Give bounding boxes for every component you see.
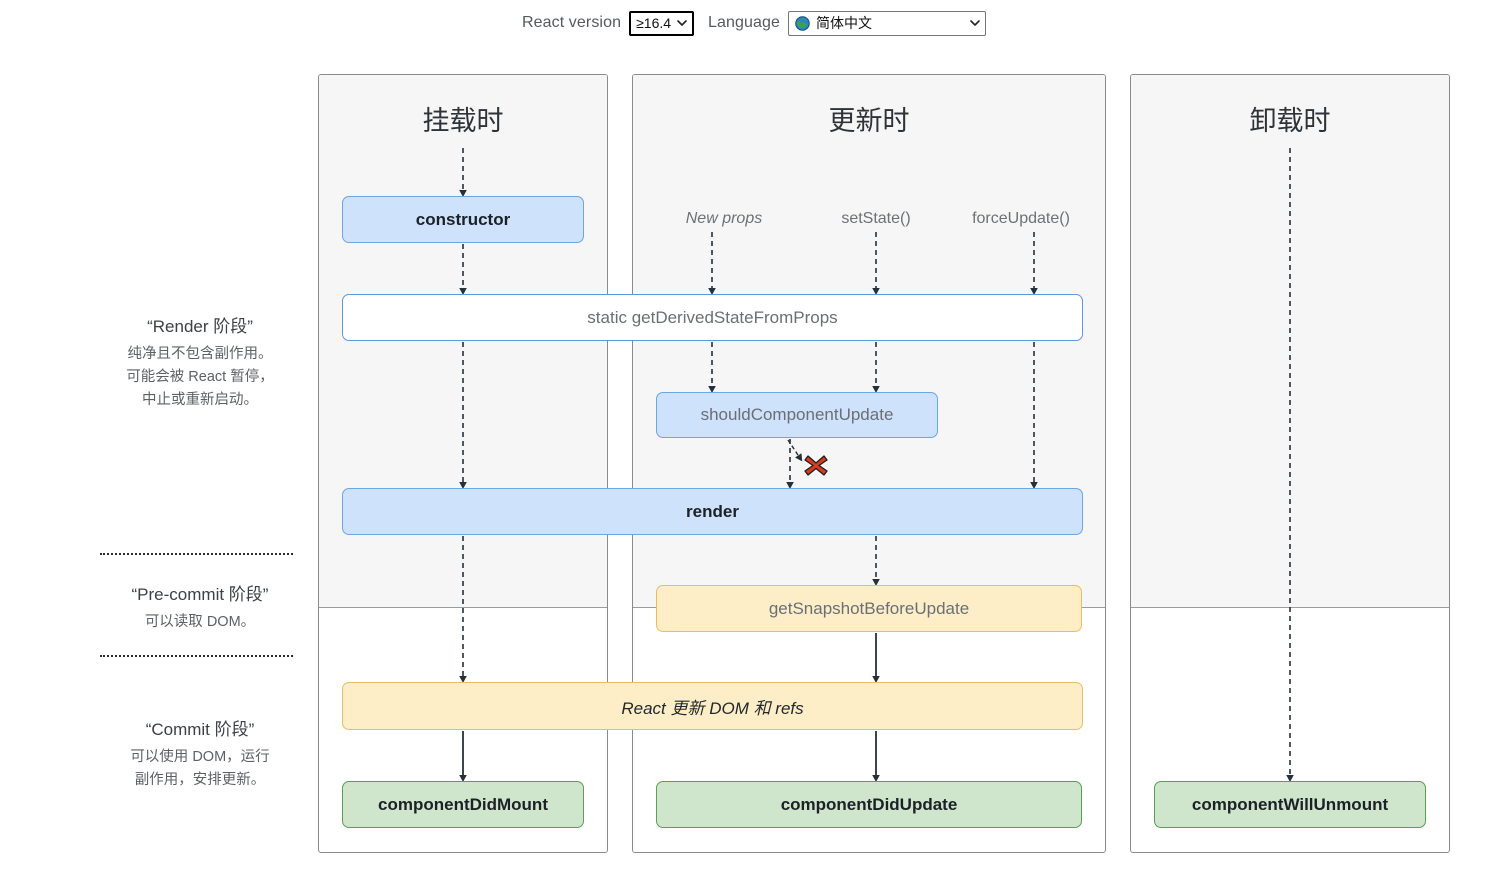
trigger-new-props: New props	[685, 210, 763, 227]
phase-title: “Pre-commit 阶段”	[131, 585, 269, 604]
toolbar: React version ≥16.4 Language 简体中文	[0, 0, 1508, 46]
react-version-control: React version ≥16.4	[521, 10, 695, 36]
phase-desc-line: 副作用，安排更新。	[134, 772, 266, 788]
chevron-down-icon	[677, 18, 687, 27]
phase-title: “Render 阶段”	[147, 317, 253, 336]
node-component-did-update[interactable]: componentDidUpdate	[656, 781, 1082, 828]
react-version-label: React version	[521, 14, 622, 31]
column-title-unmounting: 卸载时	[1249, 106, 1331, 136]
column-title-mounting: 挂载时	[422, 106, 504, 136]
react-version-select[interactable]: ≥16.4	[629, 10, 695, 36]
trigger-force-update: forceUpdate()	[972, 210, 1070, 227]
phase-label-render: “Render 阶段” 纯净且不包含副作用。 可能会被 React 暂停， 中止…	[60, 312, 340, 412]
node-constructor[interactable]: constructor	[342, 196, 584, 243]
phase-desc-line: 可以读取 DOM。	[144, 614, 256, 630]
phase-label-commit: “Commit 阶段” 可以使用 DOM，运行 副作用，安排更新。	[60, 715, 340, 792]
trigger-set-state: setState()	[841, 210, 911, 227]
phase-description: 可以读取 DOM。	[60, 611, 340, 634]
language-select[interactable]: 简体中文	[788, 10, 987, 36]
phase-desc-line: 中止或重新启动。	[142, 392, 258, 408]
node-react-updates-dom: React 更新 DOM 和 refs	[342, 682, 1083, 730]
phase-desc-line: 可能会被 React 暂停，	[126, 369, 274, 385]
node-component-did-mount[interactable]: componentDidMount	[342, 781, 584, 828]
language-control: Language 简体中文	[708, 10, 987, 36]
node-get-derived-state-from-props[interactable]: static getDerivedStateFromProps	[342, 294, 1083, 341]
node-render[interactable]: render	[342, 488, 1083, 535]
phase-desc-line: 纯净且不包含副作用。	[127, 346, 273, 362]
phase-description: 可以使用 DOM，运行 副作用，安排更新。	[60, 746, 340, 792]
node-component-will-unmount[interactable]: componentWillUnmount	[1154, 781, 1426, 828]
chevron-down-icon	[970, 18, 980, 27]
phase-desc-line: 可以使用 DOM，运行	[130, 749, 270, 765]
phase-divider-top	[100, 553, 293, 555]
phase-title: “Commit 阶段”	[145, 720, 255, 739]
column-title-updating: 更新时	[828, 106, 910, 136]
language-value: 简体中文	[816, 15, 873, 31]
node-should-component-update[interactable]: shouldComponentUpdate	[656, 392, 938, 438]
language-label: Language	[708, 14, 781, 31]
phase-divider-bottom	[100, 655, 293, 657]
react-version-value: ≥16.4	[636, 15, 672, 31]
red-x-icon	[803, 452, 829, 478]
globe-icon	[795, 15, 810, 31]
node-get-snapshot-before-update[interactable]: getSnapshotBeforeUpdate	[656, 585, 1082, 632]
phase-label-pre-commit: “Pre-commit 阶段” 可以读取 DOM。	[60, 580, 340, 634]
phase-description: 纯净且不包含副作用。 可能会被 React 暂停， 中止或重新启动。	[60, 343, 340, 412]
